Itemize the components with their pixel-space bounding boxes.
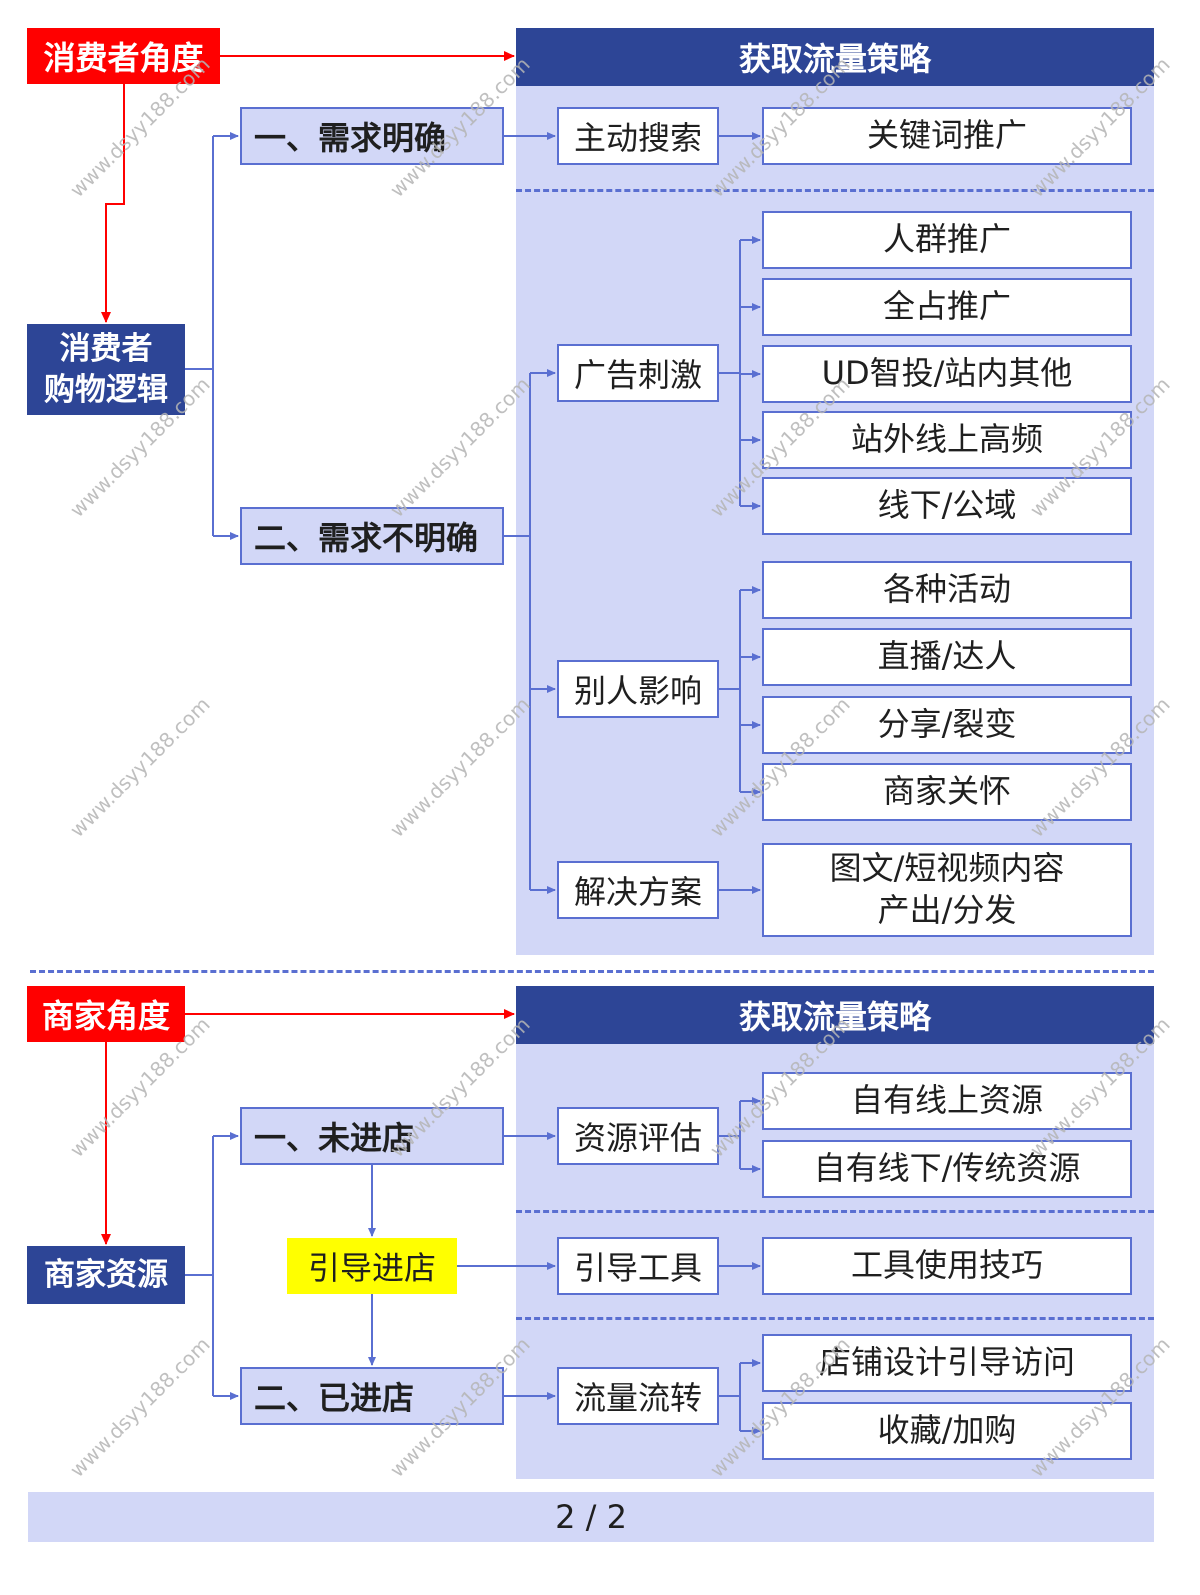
merchant-resource-box: 商家资源 [27,1246,185,1304]
tactic-share-fission: 分享/裂变 [762,696,1132,754]
tactic-content-line1: 图文/短视频内容 [829,849,1065,888]
merchant-red-connectors [101,1009,515,1245]
consumer-panel-divider [516,189,1154,192]
merchant-panel-divider-1 [516,1210,1154,1213]
tactic-live-influencer: 直播/达人 [762,628,1132,686]
consumer-logic-line2: 购物逻辑 [44,371,168,408]
merchant-angle-label: 商家角度 [27,986,185,1042]
tactic-store-design: 店铺设计引导访问 [762,1334,1132,1392]
consumer-blue-connectors [185,132,761,894]
resource-assessment-node: 资源评估 [557,1107,719,1165]
tactic-offsite-online: 站外线上高频 [762,411,1132,469]
merchant-panel-divider-2 [516,1317,1154,1320]
tactic-merchant-care: 商家关怀 [762,763,1132,821]
consumer-logic-line1: 消费者 [59,331,153,368]
solution-node: 解决方案 [557,861,719,919]
consumer-strategy-header: 获取流量策略 [516,28,1154,86]
tactic-activities: 各种活动 [762,561,1132,619]
tactic-keyword-promotion: 关键词推广 [762,107,1132,165]
tactic-content-distribution: 图文/短视频内容 产出/分发 [762,843,1132,937]
active-search-node: 主动搜索 [557,107,719,165]
not-in-store-node: 一、未进店 [240,1107,504,1165]
tactic-ud-smart: UD智投/站内其他 [762,345,1132,403]
in-store-node: 二、已进店 [240,1367,504,1425]
tactic-full-promotion: 全占推广 [762,278,1132,336]
consumer-red-connectors [101,51,515,323]
demand-clear-node: 一、需求明确 [240,107,504,165]
tactic-own-offline: 自有线下/传统资源 [762,1140,1132,1198]
others-influence-node: 别人影响 [557,660,719,718]
tactic-content-line2: 产出/分发 [877,891,1017,929]
guide-tool-node: 引导工具 [557,1237,719,1295]
guide-into-store-node: 引导进店 [287,1238,457,1294]
traffic-flow-node: 流量流转 [557,1367,719,1425]
page-indicator: 2 / 2 [28,1492,1154,1542]
consumer-angle-label: 消费者角度 [27,28,220,84]
demand-unclear-node: 二、需求不明确 [240,507,504,565]
consumer-logic-box: 消费者 购物逻辑 [27,324,185,415]
merchant-blue-connectors [185,1097,761,1435]
tactic-own-online: 自有线上资源 [762,1072,1132,1130]
ad-stimulus-node: 广告刺激 [557,344,719,402]
tactic-offline-public: 线下/公域 [762,477,1132,535]
tactic-crowd-promotion: 人群推广 [762,211,1132,269]
tactic-tool-skills: 工具使用技巧 [762,1237,1132,1295]
merchant-strategy-header: 获取流量策略 [516,986,1154,1044]
tactic-favorite-cart: 收藏/加购 [762,1402,1132,1460]
section-divider [30,970,1154,973]
